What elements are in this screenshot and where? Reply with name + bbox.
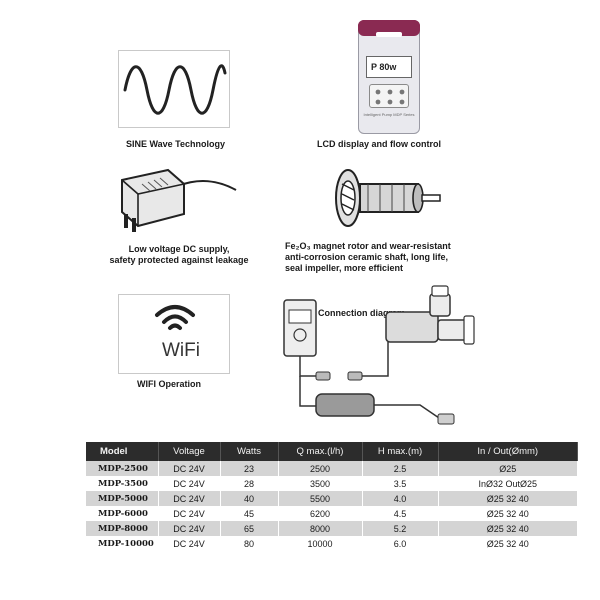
magnet-rotor-icon (335, 169, 441, 227)
table-row: MDP-5000 DC 24V 40 5500 4.0 Ø25 32 40 (86, 491, 578, 506)
cell-flow: 3500 (278, 476, 363, 491)
rotor-caption-line3: seal impeller, more efficient (285, 263, 404, 273)
controller-label: Intelligent Pump MDP Series (363, 112, 415, 117)
table-header-row: Model Voltage Watts Q max.(l/h) H max.(m… (86, 442, 578, 461)
diagram-caption: Connection diagram (318, 308, 406, 318)
sine-wave-panel (118, 50, 230, 128)
wifi-panel (118, 294, 230, 374)
rotor-caption-line1: Fe₂O₃ magnet rotor and wear-resistant (285, 241, 451, 251)
table-row: MDP-3500 DC 24V 28 3500 3.5 InØ32 OutØ25 (86, 476, 578, 491)
cell-inout: InØ32 OutØ25 (438, 476, 578, 491)
cell-model: MDP-6000 (86, 506, 159, 521)
cell-model: MDP-3500 (86, 476, 159, 491)
cell-voltage: DC 24V (158, 491, 221, 506)
cell-head: 3.5 (362, 476, 439, 491)
header-flow: Q max.(l/h) (278, 442, 363, 461)
header-head: H max.(m) (362, 442, 439, 461)
dc-caption: Low voltage DC supply, safety protected … (104, 244, 254, 266)
sine-caption: SINE Wave Technology (126, 139, 226, 149)
cell-inout: Ø25 32 40 (438, 491, 578, 506)
cell-flow: 5500 (278, 491, 363, 506)
header-watts: Watts (220, 442, 279, 461)
controller-cap-icon (358, 20, 420, 37)
cell-inout: Ø25 32 40 (438, 506, 578, 521)
cell-voltage: DC 24V (158, 461, 221, 476)
cell-watts: 65 (220, 521, 279, 536)
controller-keypad (369, 84, 409, 108)
cell-watts: 80 (220, 536, 279, 551)
cell-head: 4.0 (362, 491, 439, 506)
cell-voltage: DC 24V (158, 476, 221, 491)
table-row: MDP-6000 DC 24V 45 6200 4.5 Ø25 32 40 (86, 506, 578, 521)
controller-screen: P 80w (366, 56, 412, 78)
cell-head: 4.5 (362, 506, 439, 521)
rotor-caption: Fe₂O₃ magnet rotor and wear-resistant an… (285, 241, 451, 274)
dc-caption-line2: safety protected against leakage (109, 255, 249, 265)
table-row: MDP-10000 DC 24V 80 10000 6.0 Ø25 32 40 (86, 536, 578, 551)
rotor-caption-line2: anti-corrosion ceramic shaft, long life, (285, 252, 449, 262)
table-row: MDP-2500 DC 24V 23 2500 2.5 Ø25 (86, 461, 578, 476)
cell-watts: 45 (220, 506, 279, 521)
cell-flow: 2500 (278, 461, 363, 476)
cell-voltage: DC 24V (158, 521, 221, 536)
header-inout: In / Out(Ømm) (438, 442, 578, 461)
dc-caption-line1: Low voltage DC supply, (128, 244, 230, 254)
power-adapter-icon (121, 168, 237, 232)
wifi-icon (155, 305, 195, 330)
cell-flow: 8000 (278, 521, 363, 536)
cell-flow: 6200 (278, 506, 363, 521)
cell-model: MDP-10000 (86, 536, 159, 551)
header-voltage: Voltage (158, 442, 221, 461)
cell-model: MDP-8000 (86, 521, 159, 536)
lcd-caption: LCD display and flow control (317, 139, 442, 149)
cell-voltage: DC 24V (158, 536, 221, 551)
cell-flow: 10000 (278, 536, 363, 551)
controller-body (358, 22, 420, 134)
cell-watts: 28 (220, 476, 279, 491)
cell-inout: Ø25 32 40 (438, 521, 578, 536)
cell-voltage: DC 24V (158, 506, 221, 521)
cell-watts: 40 (220, 491, 279, 506)
cell-model: MDP-2500 (86, 461, 159, 476)
wifi-text: WiFi (162, 340, 200, 361)
cell-head: 5.2 (362, 521, 439, 536)
keypad-buttons-icon (375, 89, 405, 105)
connection-diagram-icon (283, 285, 475, 425)
cell-head: 6.0 (362, 536, 439, 551)
cell-head: 2.5 (362, 461, 439, 476)
cell-model: MDP-5000 (86, 491, 159, 506)
cell-inout: Ø25 32 40 (438, 536, 578, 551)
table-row: MDP-8000 DC 24V 65 8000 5.2 Ø25 32 40 (86, 521, 578, 536)
cell-inout: Ø25 (438, 461, 578, 476)
cell-watts: 23 (220, 461, 279, 476)
header-model: Model (86, 442, 159, 461)
wifi-caption: WIFI Operation (137, 379, 201, 389)
spec-table: Model Voltage Watts Q max.(l/h) H max.(m… (86, 442, 578, 551)
sine-wave-icon (123, 64, 227, 115)
